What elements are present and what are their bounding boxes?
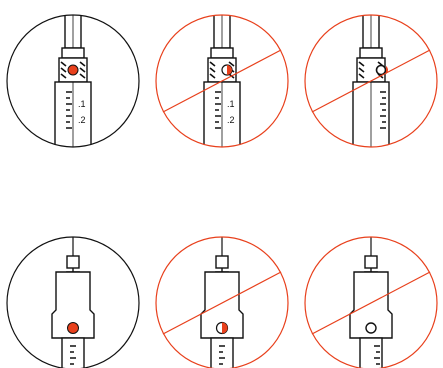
hub-collar xyxy=(359,47,383,59)
panel-bottom-middle xyxy=(155,236,289,368)
panel-bottom-right xyxy=(304,236,438,368)
indicator-half-fill xyxy=(222,322,228,334)
prohibition-slash xyxy=(311,271,431,335)
prohibition-circle xyxy=(304,236,438,368)
prohibition-slash xyxy=(162,49,282,113)
panel-circle xyxy=(6,14,140,148)
hub-collar xyxy=(61,47,85,59)
needle-hub-top xyxy=(215,255,229,269)
panel-top-middle: .1 .2 xyxy=(155,14,289,148)
prohibition-slash xyxy=(311,49,431,113)
pen-body xyxy=(200,271,244,339)
pen-body xyxy=(51,271,95,339)
prohibition-circle xyxy=(155,14,289,148)
needle-hub-top xyxy=(66,255,80,269)
indicator-half-fill xyxy=(227,65,232,75)
pen-body xyxy=(349,271,393,339)
tick-label-2: .2 xyxy=(78,115,86,125)
panel-bottom-left xyxy=(6,236,140,368)
pen-barrel xyxy=(61,337,85,368)
indicator-dot-red xyxy=(67,322,79,334)
indicator-dot-white xyxy=(375,64,387,76)
hub-collar xyxy=(210,47,234,59)
tick-label-1: .1 xyxy=(78,99,86,109)
panel-top-right xyxy=(304,14,438,148)
panel-circle xyxy=(6,236,140,368)
needle-hub-top xyxy=(364,255,378,269)
tick-label-2: .2 xyxy=(227,115,235,125)
pen-barrel xyxy=(210,337,234,368)
prohibition-circle xyxy=(155,236,289,368)
tick-label-1: .1 xyxy=(227,99,235,109)
indicator-dot-red xyxy=(67,64,79,76)
prohibition-circle xyxy=(304,14,438,148)
prohibition-slash xyxy=(162,271,282,335)
panel-top-left: .1 .2 xyxy=(6,14,140,148)
indicator-dot-white xyxy=(365,322,377,334)
